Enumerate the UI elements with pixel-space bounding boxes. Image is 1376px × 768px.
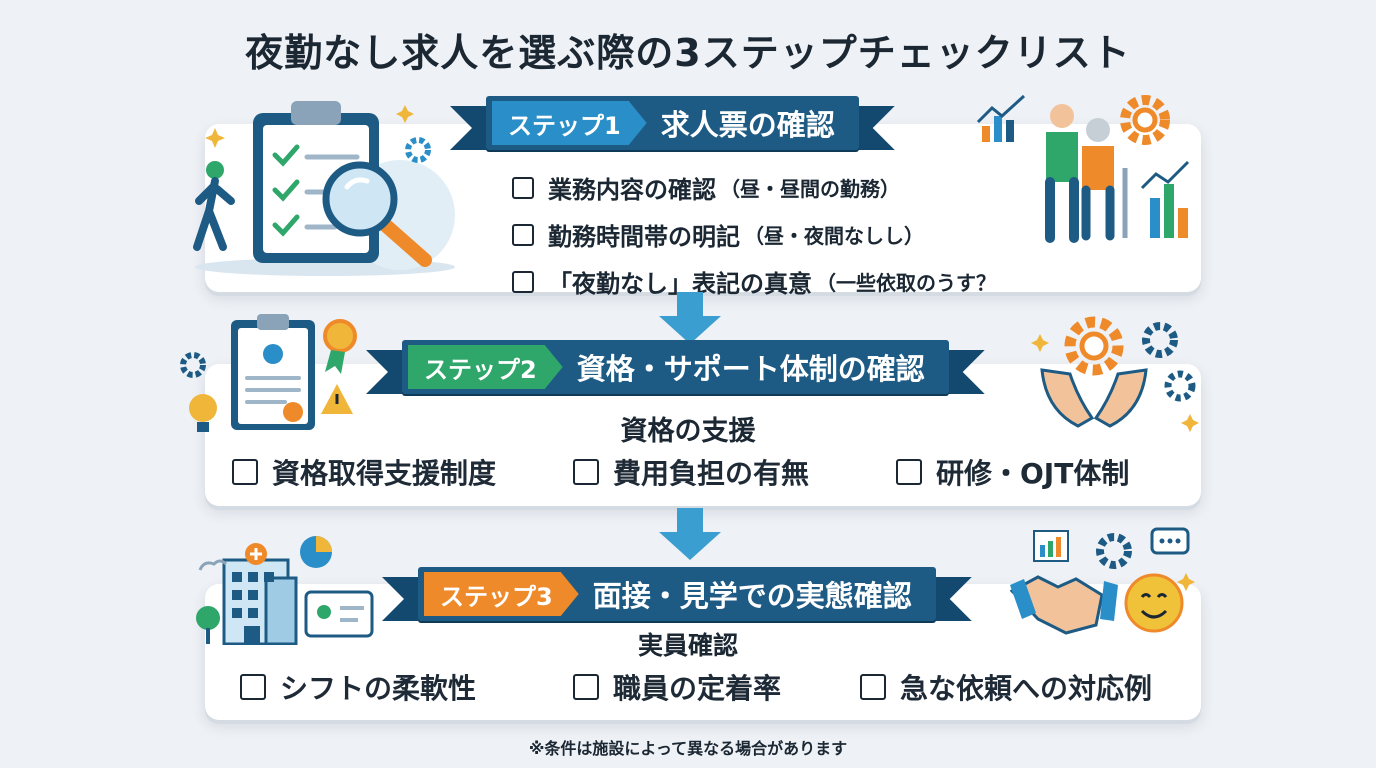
gear-icon <box>1064 316 1124 376</box>
ribbon-body: ステップ1 求人票の確認 <box>486 96 859 150</box>
warning-icon <box>321 384 353 414</box>
checklist-item[interactable]: 資格取得支援制度 <box>232 452 496 492</box>
item-text: 急な依頼への対応例 <box>900 672 1153 705</box>
step1-label: 求人票の確認 <box>660 108 835 142</box>
checkbox-icon[interactable] <box>860 674 886 700</box>
id-card-icon <box>304 590 374 638</box>
checkbox-icon[interactable] <box>573 459 599 485</box>
item-text: 費用負担の有無 <box>613 457 810 490</box>
checklist-item[interactable]: 職員の定着率 <box>573 667 781 707</box>
item-note: （昼・昼間の勤務） <box>720 177 900 201</box>
checkbox-icon[interactable] <box>512 270 534 293</box>
checkbox-icon[interactable] <box>573 674 599 700</box>
checkbox-icon[interactable] <box>240 674 266 700</box>
step2-badge: ステップ2 <box>408 345 563 389</box>
item-text: シフトの柔軟性 <box>280 672 477 705</box>
checkbox-icon[interactable] <box>896 459 922 485</box>
hospital-building-icon <box>196 536 374 645</box>
down-arrow-icon <box>659 508 721 560</box>
bar-chart-icon <box>976 94 1026 142</box>
step1-checklist: 業務内容の確認 （昼・昼間の勤務） 勤務時間帯の明記 （昼・夜間なしし） 「夜勤… <box>512 170 996 299</box>
item-text: 業務内容の確認 <box>548 176 716 204</box>
clipboard-icon <box>193 101 455 276</box>
step2-ribbon: ステップ2 資格・サポート体制の確認 <box>366 340 949 394</box>
checklist-item[interactable]: 「夜勤なし」表記の真意 （一些依取のうす？ <box>512 264 996 299</box>
item-note: （昼・夜間なしし） <box>744 224 924 248</box>
item-text: 資格取得支援制度 <box>272 457 497 490</box>
walking-person-icon <box>193 161 235 251</box>
speech-bubble-icon <box>1150 527 1190 555</box>
item-note: （一些依取のうす？ <box>816 271 996 295</box>
item-text: 研修・OJT体制 <box>936 457 1130 490</box>
item-text: 勤務時間帯の明記 <box>548 223 740 251</box>
step2-subhead: 資格の支援 <box>620 416 756 447</box>
ribbon-body: ステップ3 面接・見学での実態確認 <box>418 567 936 621</box>
checklist-item[interactable]: 費用負担の有無 <box>573 452 809 492</box>
step3-badge: ステップ3 <box>424 572 579 616</box>
caregiver-elderly-icon <box>976 94 1190 243</box>
ribbon-body: ステップ2 資格・サポート体制の確認 <box>402 340 949 394</box>
medal-icon <box>323 319 357 374</box>
step3-label: 面接・見学での実態確認 <box>592 579 912 613</box>
item-text: 職員の定着率 <box>613 672 782 705</box>
step2-label: 資格・サポート体制の確認 <box>576 352 925 386</box>
step3-ribbon: ステップ3 面接・見学での実態確認 <box>382 567 936 621</box>
page-title: 夜勤なし求人を選ぶ際の3ステップチェックリスト <box>245 31 1131 75</box>
lightbulb-icon <box>189 394 217 432</box>
footnote: ※条件は施設によって異なる場合があります <box>528 739 848 758</box>
smiley-icon <box>1124 573 1184 633</box>
hands-icon <box>1031 316 1199 432</box>
pie-chart-icon <box>300 536 332 568</box>
step1-badge: ステップ1 <box>492 101 647 145</box>
checklist-item[interactable]: 急な依頼への対応例 <box>860 667 1152 707</box>
certificate-icon <box>180 314 357 432</box>
checklist-item[interactable]: 勤務時間帯の明記 （昼・夜間なしし） <box>512 217 996 252</box>
handshake-icon <box>1010 527 1195 635</box>
checkbox-icon[interactable] <box>512 176 534 199</box>
step1-ribbon: ステップ1 求人票の確認 <box>450 96 859 150</box>
checklist-item[interactable]: 業務内容の確認 （昼・昼間の勤務） <box>512 170 996 205</box>
checklist-item[interactable]: 研修・OJT体制 <box>896 452 1129 492</box>
step3-subhead: 実員確認 <box>637 631 738 660</box>
checklist-item[interactable]: シフトの柔軟性 <box>240 667 476 707</box>
down-arrow-icon <box>659 292 721 344</box>
checkbox-icon[interactable] <box>232 459 258 485</box>
checkbox-icon[interactable] <box>512 223 534 246</box>
tree-icon <box>196 606 220 644</box>
gear-icon <box>1120 95 1170 145</box>
